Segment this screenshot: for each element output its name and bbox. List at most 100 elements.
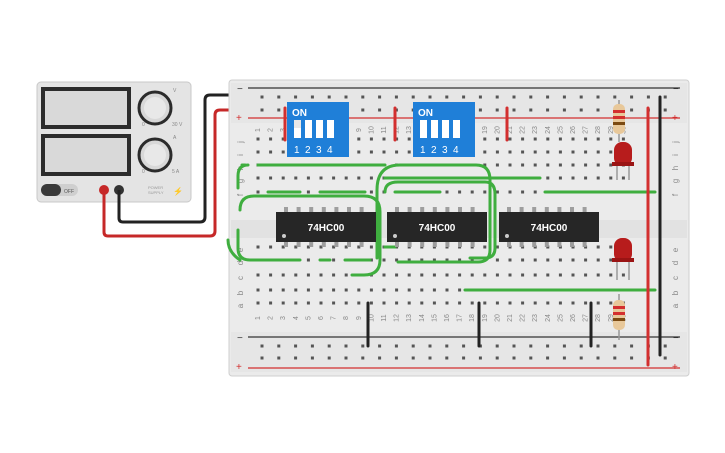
dip-toggle[interactable] xyxy=(420,120,427,138)
breadboard-hole[interactable] xyxy=(508,258,512,262)
breadboard-hole[interactable] xyxy=(319,176,323,180)
breadboard-hole[interactable] xyxy=(445,258,449,262)
breadboard-hole[interactable] xyxy=(269,176,273,180)
breadboard-hole[interactable] xyxy=(508,301,512,305)
breadboard-hole[interactable] xyxy=(256,288,260,292)
breadboard-hole[interactable] xyxy=(546,137,550,141)
breadboard-hole[interactable] xyxy=(306,273,310,277)
breadboard-hole[interactable] xyxy=(458,258,462,262)
breadboard-hole[interactable] xyxy=(378,108,382,112)
breadboard-hole[interactable] xyxy=(508,137,512,141)
breadboard-hole[interactable] xyxy=(294,176,298,180)
breadboard-hole[interactable] xyxy=(411,356,415,360)
breadboard-hole[interactable] xyxy=(584,301,588,305)
breadboard-hole[interactable] xyxy=(344,344,348,348)
breadboard-hole[interactable] xyxy=(584,176,588,180)
breadboard-hole[interactable] xyxy=(369,245,373,249)
breadboard-hole[interactable] xyxy=(495,95,499,99)
breadboard-hole[interactable] xyxy=(630,95,634,99)
breadboard-hole[interactable] xyxy=(483,163,487,167)
breadboard-hole[interactable] xyxy=(584,150,588,154)
breadboard-hole[interactable] xyxy=(495,273,499,277)
breadboard-hole[interactable] xyxy=(533,258,537,262)
dip-toggle[interactable] xyxy=(442,120,449,138)
breadboard-hole[interactable] xyxy=(596,150,600,154)
breadboard-hole[interactable] xyxy=(483,273,487,277)
breadboard-hole[interactable] xyxy=(369,301,373,305)
breadboard-hole[interactable] xyxy=(630,356,634,360)
breadboard-hole[interactable] xyxy=(378,95,382,99)
breadboard-hole[interactable] xyxy=(332,273,336,277)
breadboard-hole[interactable] xyxy=(483,190,487,194)
black-supply-wire[interactable] xyxy=(117,93,258,224)
breadboard-hole[interactable] xyxy=(495,163,499,167)
breadboard-hole[interactable] xyxy=(483,150,487,154)
breadboard-hole[interactable] xyxy=(558,137,562,141)
breadboard-hole[interactable] xyxy=(596,344,600,348)
breadboard-hole[interactable] xyxy=(306,288,310,292)
breadboard-hole[interactable] xyxy=(462,356,466,360)
breadboard-hole[interactable] xyxy=(470,190,474,194)
breadboard-hole[interactable] xyxy=(571,273,575,277)
breadboard-hole[interactable] xyxy=(458,301,462,305)
breadboard-hole[interactable] xyxy=(256,273,260,277)
breadboard-hole[interactable] xyxy=(533,150,537,154)
red-supply-wire[interactable] xyxy=(102,108,258,238)
breadboard-hole[interactable] xyxy=(281,273,285,277)
breadboard-hole[interactable] xyxy=(294,95,298,99)
breadboard-hole[interactable] xyxy=(663,344,667,348)
breadboard-hole[interactable] xyxy=(609,258,613,262)
breadboard-hole[interactable] xyxy=(382,273,386,277)
breadboard-hole[interactable] xyxy=(609,150,613,154)
breadboard-hole[interactable] xyxy=(521,273,525,277)
breadboard-hole[interactable] xyxy=(508,163,512,167)
breadboard-hole[interactable] xyxy=(428,356,432,360)
breadboard-hole[interactable] xyxy=(483,245,487,249)
breadboard-hole[interactable] xyxy=(369,137,373,141)
breadboard-hole[interactable] xyxy=(294,356,298,360)
breadboard-hole[interactable] xyxy=(558,273,562,277)
breadboard-hole[interactable] xyxy=(361,108,365,112)
breadboard-hole[interactable] xyxy=(281,288,285,292)
breadboard-hole[interactable] xyxy=(445,95,449,99)
breadboard-hole[interactable] xyxy=(378,356,382,360)
breadboard-hole[interactable] xyxy=(411,344,415,348)
breadboard-hole[interactable] xyxy=(533,301,537,305)
breadboard-hole[interactable] xyxy=(546,356,550,360)
breadboard-hole[interactable] xyxy=(432,301,436,305)
breadboard-hole[interactable] xyxy=(495,190,499,194)
breadboard-hole[interactable] xyxy=(571,150,575,154)
breadboard-hole[interactable] xyxy=(483,301,487,305)
breadboard-hole[interactable] xyxy=(470,273,474,277)
breadboard-hole[interactable] xyxy=(533,190,537,194)
breadboard-hole[interactable] xyxy=(310,344,314,348)
breadboard-hole[interactable] xyxy=(269,288,273,292)
breadboard-hole[interactable] xyxy=(395,273,399,277)
breadboard-hole[interactable] xyxy=(630,344,634,348)
breadboard-hole[interactable] xyxy=(495,344,499,348)
breadboard-hole[interactable] xyxy=(470,258,474,262)
breadboard-hole[interactable] xyxy=(596,356,600,360)
breadboard-hole[interactable] xyxy=(571,258,575,262)
breadboard-hole[interactable] xyxy=(470,301,474,305)
breadboard-hole[interactable] xyxy=(332,245,336,249)
breadboard-hole[interactable] xyxy=(562,356,566,360)
breadboard-hole[interactable] xyxy=(579,108,583,112)
breadboard-hole[interactable] xyxy=(382,137,386,141)
breadboard-hole[interactable] xyxy=(512,356,516,360)
breadboard-hole[interactable] xyxy=(663,108,667,112)
breadboard-hole[interactable] xyxy=(269,150,273,154)
breadboard-hole[interactable] xyxy=(646,95,650,99)
breadboard-hole[interactable] xyxy=(432,288,436,292)
green-wire[interactable] xyxy=(236,228,302,262)
breadboard-hole[interactable] xyxy=(579,95,583,99)
breadboard-hole[interactable] xyxy=(546,163,550,167)
breadboard-hole[interactable] xyxy=(546,150,550,154)
breadboard-hole[interactable] xyxy=(306,176,310,180)
breadboard-hole[interactable] xyxy=(562,95,566,99)
breadboard-hole[interactable] xyxy=(281,137,285,141)
breadboard-hole[interactable] xyxy=(579,356,583,360)
breadboard-hole[interactable] xyxy=(319,301,323,305)
breadboard-hole[interactable] xyxy=(609,245,613,249)
breadboard-hole[interactable] xyxy=(428,344,432,348)
